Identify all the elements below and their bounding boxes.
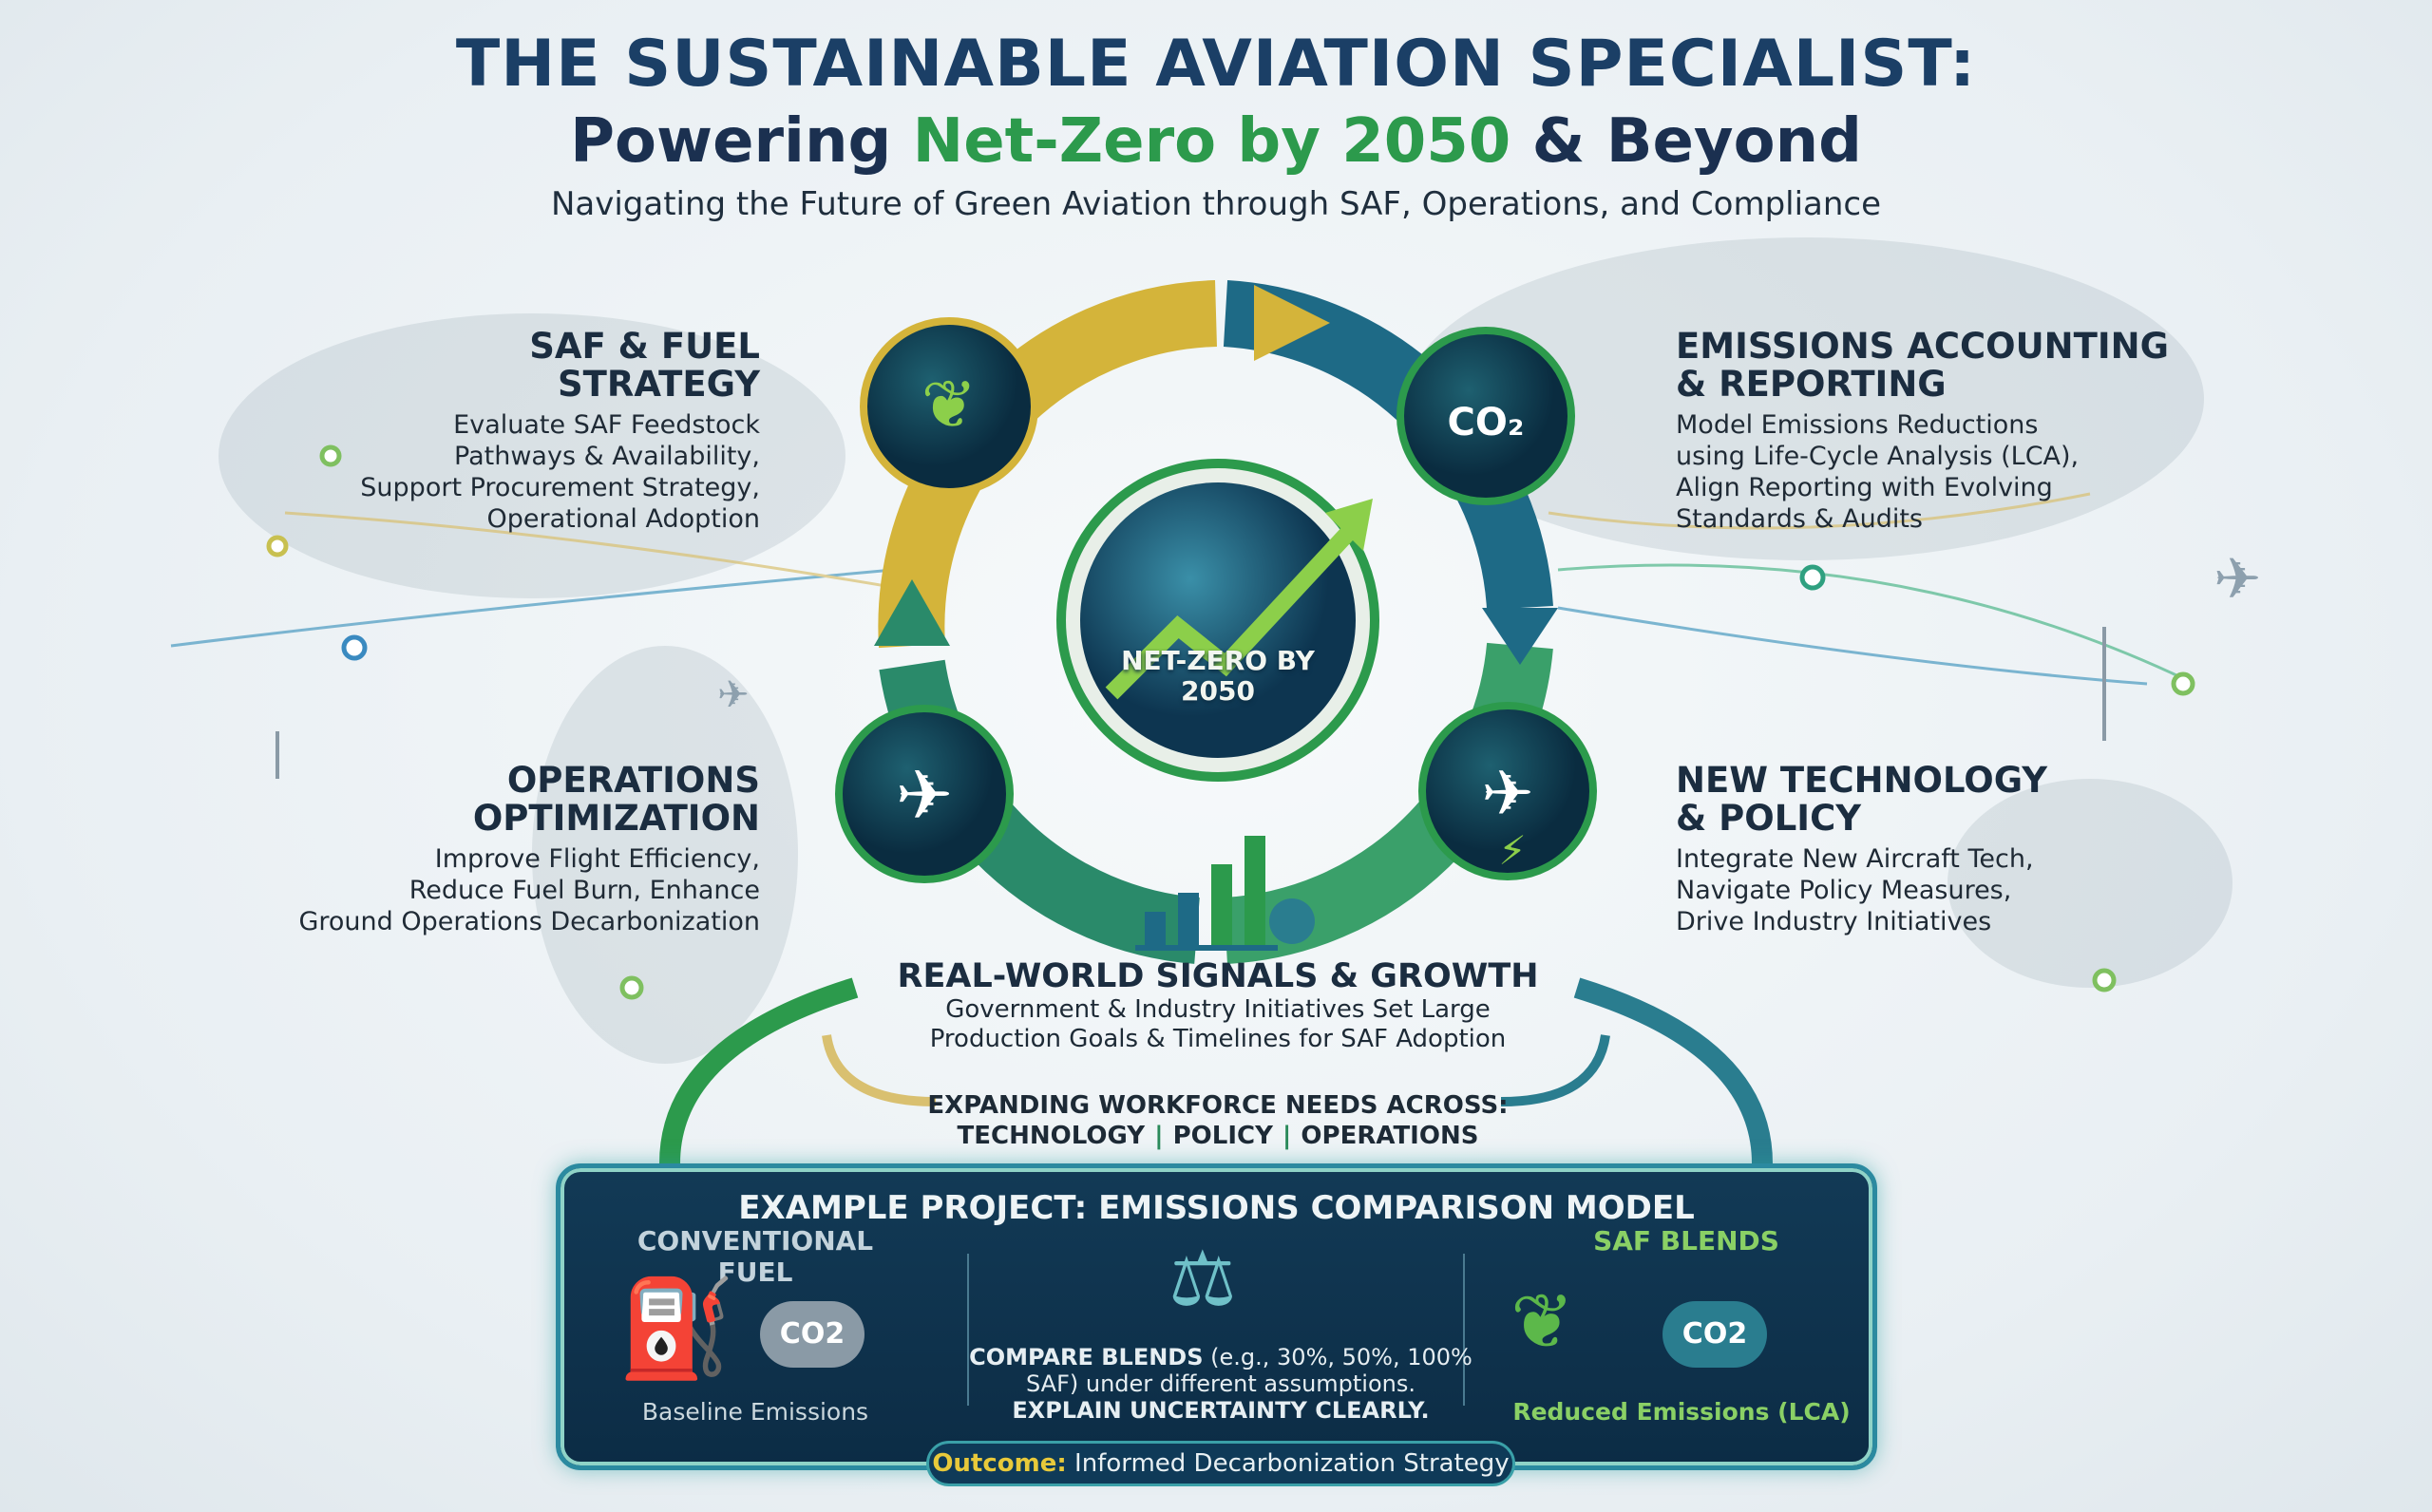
electric-airplane-icon: ✈ <box>1481 757 1533 830</box>
co2-cloud-icon: CO2 <box>760 1301 864 1368</box>
workforce-heading: EXPANDING WORKFORCE NEEDS ACROSS: <box>927 1091 1509 1120</box>
reduced-emissions-label: Reduced Emissions (LCA) <box>1512 1398 1851 1426</box>
signals-section: REAL-WORLD SIGNALS & GROWTH Government &… <box>741 957 1695 1151</box>
pillar-line: Operational Adoption <box>486 504 760 534</box>
compare-text: COMPARE BLENDS (e.g., 30%, 50%, 100% SAF… <box>969 1344 1472 1424</box>
pillar-line: Model Emissions Reductions <box>1676 410 2039 440</box>
pillar-line: Navigate Policy Measures, <box>1676 876 2012 905</box>
bar-chart-icon <box>1135 836 1278 951</box>
svg-text:⚡: ⚡ <box>1498 827 1527 874</box>
pillar-line: Ground Operations Decarbonization <box>298 907 760 936</box>
plant-icon: ❦ <box>1510 1277 1575 1366</box>
pillar-title: OPERATIONS <box>506 760 760 801</box>
pillar-line: Reduce Fuel Burn, Enhance <box>408 876 760 905</box>
area-policy: POLICY <box>1172 1122 1273 1150</box>
title-text: & Beyond <box>1510 106 1862 177</box>
page-title: THE SUSTAINABLE AVIATION SPECIALIST: <box>455 27 1977 102</box>
airplane-icon: ✈ <box>2214 546 2261 613</box>
explain-text: EXPLAIN UNCERTAINTY CLEARLY. <box>1012 1397 1430 1424</box>
divider <box>967 1254 969 1406</box>
pillar-line: Drive Industry Initiatives <box>1676 907 1992 936</box>
title-text: Powering <box>570 106 913 177</box>
network-lines <box>170 492 2195 686</box>
outcome-text: Informed Decarbonization Strategy <box>1066 1449 1510 1478</box>
pillar-icon-circles <box>835 317 1597 883</box>
divider <box>1463 1254 1465 1406</box>
feedback-arrows <box>659 977 1773 1164</box>
pillar-line: using Life-Cycle Analysis (LCA), <box>1676 442 2080 471</box>
pillar-title: EMISSIONS ACCOUNTING <box>1676 326 2169 367</box>
pillar-title: & REPORTING <box>1676 364 1947 405</box>
page-subtitle: Navigating the Future of Green Aviation … <box>550 185 1882 223</box>
outcome-banner: Outcome: Informed Decarbonization Strate… <box>926 1441 1515 1486</box>
pillar-title: NEW TECHNOLOGY <box>1676 760 2048 801</box>
world-map-dots <box>218 237 2232 1064</box>
center-label: NET-ZERO BY 2050 <box>1121 645 1315 707</box>
outcome-label: Outcome: <box>932 1449 1067 1478</box>
saf-blends-label: SAF BLENDS <box>1593 1225 1779 1257</box>
signals-line: Production Goals & Timelines for SAF Ado… <box>929 1025 1507 1053</box>
area-technology: TECHNOLOGY <box>957 1122 1146 1150</box>
pillar-title: OPTIMIZATION <box>472 798 760 839</box>
pillar-line: Improve Flight Efficiency, <box>434 844 760 874</box>
leaf-fuel-nozzle-icon: ❦ <box>922 366 978 444</box>
compare-rest: (e.g., 30%, 50%, 100% SAF) under differe… <box>1025 1344 1472 1397</box>
pillar-title: STRATEGY <box>557 364 760 405</box>
signals-line: Government & Industry Initiatives Set La… <box>945 995 1491 1024</box>
title-highlight: Net-Zero by 2050 <box>912 106 1511 177</box>
airplane-cycle-icon: ✈ <box>896 755 953 835</box>
project-title: EXAMPLE PROJECT: EMISSIONS COMPARISON MO… <box>738 1189 1695 1227</box>
co2-cloud-icon: CO₂ <box>1448 401 1525 444</box>
pillar-line: Pathways & Availability, <box>454 442 760 471</box>
gear-icon <box>1269 898 1315 944</box>
page-title-line-2: Powering Net-Zero by 2050 & Beyond <box>0 106 2432 177</box>
wind-turbine-icon <box>276 627 2106 779</box>
balance-scale-icon: ⚖ <box>1168 1235 1237 1323</box>
pillar-title: SAF & FUEL <box>529 326 760 367</box>
pillar-emissions: EMISSIONS ACCOUNTING& REPORTING Model Em… <box>1676 328 2341 535</box>
pillar-technology: NEW TECHNOLOGY& POLICY Integrate New Air… <box>1676 762 2208 937</box>
signals-title: REAL-WORLD SIGNALS & GROWTH <box>897 957 1539 995</box>
pillar-line: Standards & Audits <box>1676 504 1923 534</box>
growth-arrow-icon <box>1105 525 1356 700</box>
pillar-title: & POLICY <box>1676 798 1862 839</box>
oil-pump-icon: ⛽ <box>618 1273 736 1384</box>
globe-icon <box>1080 482 1356 758</box>
example-project-panel: EXAMPLE PROJECT: EMISSIONS COMPARISON MO… <box>556 1163 1877 1486</box>
baseline-label: Baseline Emissions <box>641 1398 869 1426</box>
conventional-fuel-label: CONVENTIONAL FUEL <box>636 1225 874 1288</box>
pillar-line: Align Reporting with Evolving <box>1676 473 2053 502</box>
pillar-line: Integrate New Aircraft Tech, <box>1676 844 2034 874</box>
airplane-icon: ✈ <box>717 673 750 717</box>
network-nodes <box>266 444 2195 1000</box>
co2-cloud-check-icon: CO2 <box>1662 1301 1767 1368</box>
pillar-line: Support Procurement Strategy, <box>360 473 760 502</box>
compare-bold: COMPARE BLENDS <box>969 1344 1204 1370</box>
area-operations: OPERATIONS <box>1301 1122 1479 1150</box>
pillar-line: Evaluate SAF Feedstock <box>453 410 760 440</box>
